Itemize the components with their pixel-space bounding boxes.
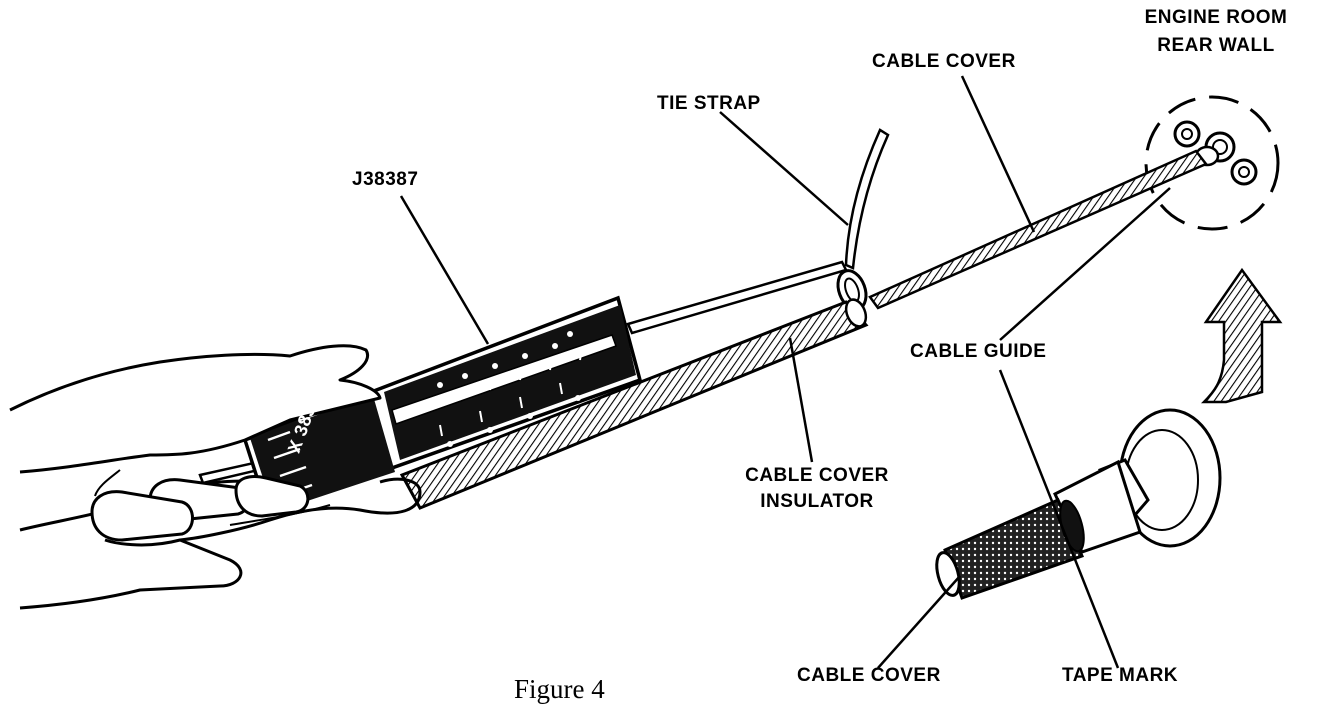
label-insulator-line2: INSULATOR xyxy=(760,491,874,512)
label-cable-cover-top: CABLE COVER xyxy=(872,51,1016,72)
label-tape-mark: TAPE MARK xyxy=(1062,665,1179,686)
hand xyxy=(9,344,422,610)
figure-caption: Figure 4 xyxy=(514,674,605,704)
label-cable-cover-bottom: CABLE COVER xyxy=(797,665,941,686)
leader-lines xyxy=(399,75,1171,669)
label-engine-room-line1: ENGINE ROOM xyxy=(1144,7,1288,28)
label-tie-strap: TIE STRAP xyxy=(657,93,761,114)
gauge-rod xyxy=(626,260,848,335)
label-cable-guide: CABLE GUIDE xyxy=(910,341,1047,362)
cable-detail xyxy=(935,408,1222,600)
label-engine-room-line2: REAR WALL xyxy=(1157,35,1275,56)
label-tool-number: J38387 xyxy=(352,169,419,190)
cable-cover-insulator xyxy=(399,298,869,510)
engine-room-wall xyxy=(1144,95,1280,231)
tie-strap xyxy=(836,128,890,311)
cable-cover-upper xyxy=(868,149,1208,310)
up-arrow-icon xyxy=(1200,267,1283,404)
label-insulator-line1: CABLE COVER xyxy=(745,465,889,486)
